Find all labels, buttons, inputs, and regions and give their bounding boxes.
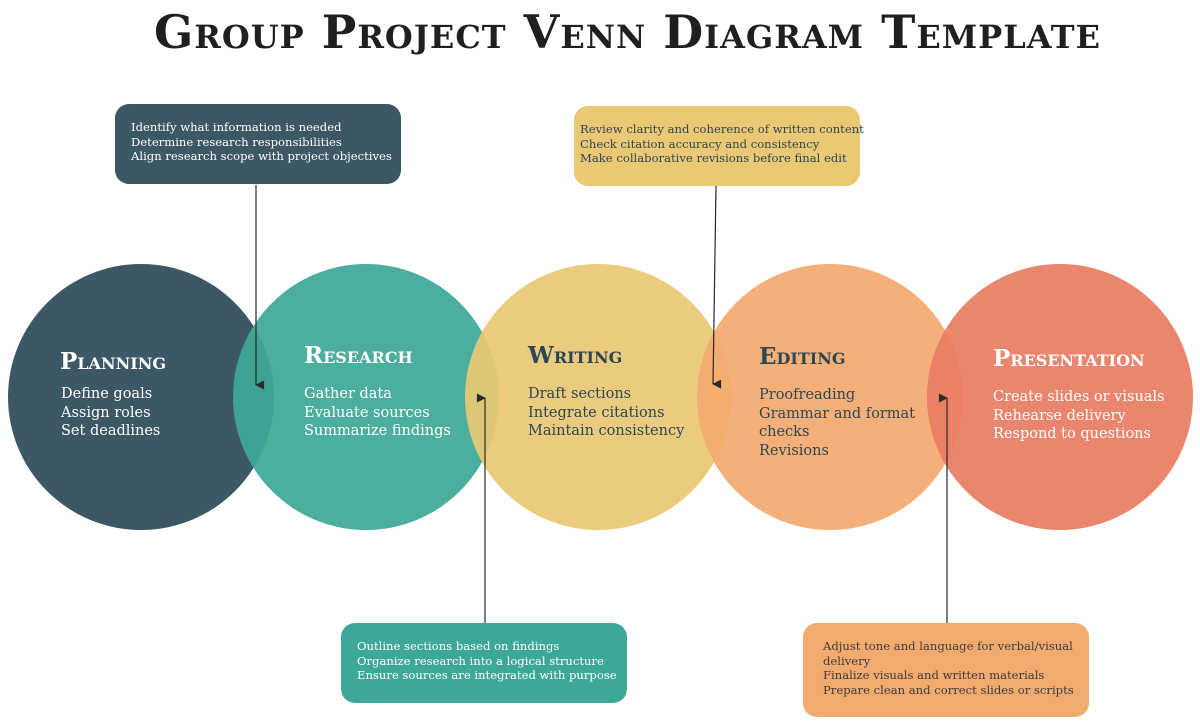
planning-item: Assign roles [61,404,151,421]
circle-presentation [927,264,1193,530]
planning-item: Define goals [61,386,153,402]
callout-line: Organize research into a logical structu… [357,653,604,668]
circle-editing [697,264,963,530]
presentation-item: Rehearse delivery [993,407,1126,424]
presentation-label: Presentation [993,345,1145,372]
research-item: Gather data [304,386,392,402]
research-label: Research [304,342,413,369]
circle-writing [465,264,731,530]
arrow-writing-editing [712,185,722,389]
callout-line: Determine research responsibilities [131,134,342,149]
writing-item: Draft sections [528,386,632,402]
research-item: Evaluate sources [304,404,430,421]
callout-line: Ensure sources are integrated with purpo… [357,668,617,683]
page-title: Group Project Venn Diagram Template [154,5,1101,59]
editing-item: Grammar and format [759,405,915,422]
callout-line: Identify what information is needed [131,120,342,134]
presentation-items: Create slides or visuals Rehearse delive… [993,388,1165,444]
writing-item: Maintain consistency [528,423,685,439]
callout-writing-editing: Review clarity and coherence of written … [574,106,864,186]
editing-item: Proofreading [759,387,856,403]
writing-items: Draft sections Integrate citations Maint… [528,385,684,441]
circle-planning [8,264,274,530]
circle-research [233,264,499,530]
callout-research-writing: Outline sections based on findings Organ… [341,623,627,703]
callout-line: Make collaborative revisions before fina… [580,151,847,166]
writing-label: Writing [528,342,623,369]
callout-line: Adjust tone and language for verbal/visu… [823,639,1073,653]
callout-planning-research: Identify what information is needed Dete… [115,104,401,184]
callout-line: Check citation accuracy and consistency [580,136,820,151]
planning-item: Set deadlines [61,423,161,439]
writing-item: Integrate citations [528,404,665,421]
callout-line: Align research scope with project object… [131,149,392,164]
callout-line: Review clarity and coherence of written … [580,122,864,136]
research-item: Summarize findings [304,423,451,439]
planning-label: Planning [60,348,166,375]
editing-item: checks [759,424,810,440]
presentation-item: Respond to questions [993,426,1151,442]
research-items: Gather data Evaluate sources Summarize f… [304,385,451,441]
editing-items: Proofreading Grammar and format checks R… [759,386,915,460]
callout-editing-presentation: Adjust tone and language for verbal/visu… [803,623,1089,717]
callout-line: Outline sections based on findings [357,639,560,653]
planning-items: Define goals Assign roles Set deadlines [61,385,160,441]
editing-item: Revisions [759,442,829,459]
callout-line: Prepare clean and correct slides or scri… [823,682,1074,697]
editing-label: Editing [759,343,846,370]
callout-line: delivery [823,653,871,668]
callout-line: Finalize visuals and written materials [823,668,1045,683]
presentation-item: Create slides or visuals [993,389,1165,405]
